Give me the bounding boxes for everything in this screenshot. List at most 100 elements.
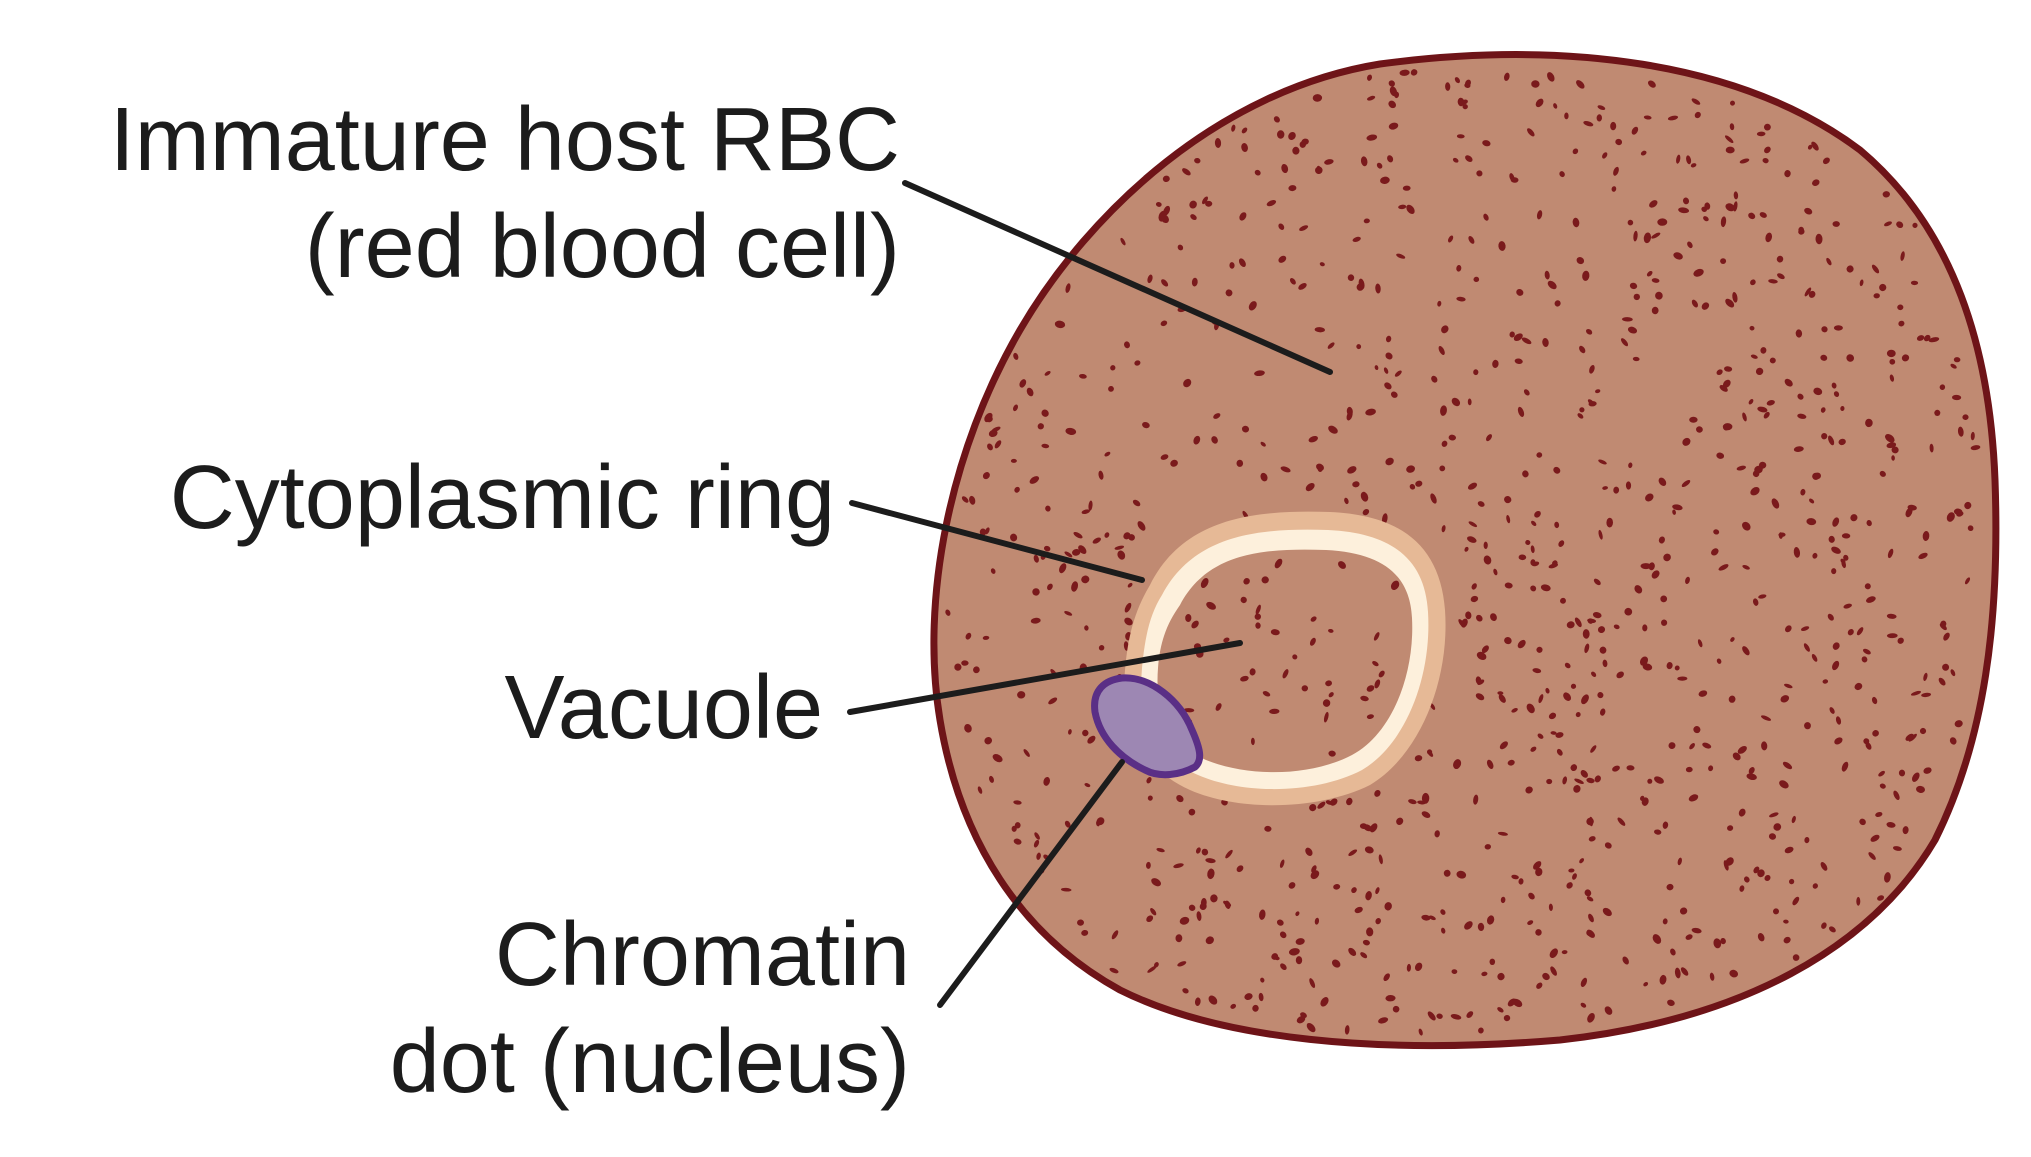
speckle xyxy=(1269,708,1280,715)
speckle xyxy=(1856,627,1864,636)
speckle xyxy=(1742,412,1747,422)
speckle xyxy=(1319,262,1325,267)
speckle xyxy=(1026,387,1034,397)
speckle xyxy=(1797,413,1807,419)
speckle xyxy=(1421,811,1431,819)
speckle xyxy=(1064,551,1073,558)
speckle xyxy=(1660,619,1668,626)
speckle xyxy=(1967,525,1974,532)
speckle xyxy=(1939,384,1946,390)
speckle xyxy=(1912,222,1918,229)
speckle xyxy=(1453,759,1462,770)
speckle xyxy=(1572,148,1579,155)
speckle xyxy=(1629,282,1638,290)
speckle xyxy=(1532,668,1542,674)
speckle xyxy=(1889,358,1896,365)
speckle xyxy=(1583,120,1594,127)
speckle xyxy=(1820,862,1828,871)
speckle xyxy=(1214,138,1222,148)
speckle xyxy=(1579,858,1585,864)
speckle xyxy=(1923,767,1932,774)
speckle xyxy=(1742,646,1750,656)
speckle xyxy=(1081,509,1090,515)
speckle xyxy=(1622,317,1633,322)
speckle xyxy=(1866,596,1876,603)
speckle xyxy=(1385,457,1394,466)
speckle xyxy=(1953,508,1963,516)
speckle xyxy=(1443,869,1451,877)
speckle xyxy=(1314,327,1325,333)
speckle xyxy=(1029,476,1040,484)
speckle xyxy=(1470,595,1479,603)
speckle xyxy=(1236,865,1244,873)
speckle xyxy=(1322,699,1331,707)
speckle xyxy=(1884,872,1891,883)
speckle xyxy=(1548,712,1557,720)
speckle xyxy=(1530,746,1537,752)
speckle xyxy=(1642,663,1653,671)
speckle xyxy=(1918,552,1928,560)
speckle xyxy=(1374,679,1381,689)
speckle xyxy=(1662,918,1668,925)
speckle xyxy=(1598,529,1603,540)
speckle xyxy=(1587,399,1595,407)
speckle xyxy=(1065,427,1077,435)
speckle xyxy=(1750,354,1758,359)
speckle xyxy=(1673,252,1683,260)
speckle xyxy=(1585,328,1593,335)
speckle xyxy=(1654,776,1664,784)
speckle xyxy=(1606,517,1614,528)
rbc-label-line1: Immature host RBC xyxy=(110,90,900,190)
speckle xyxy=(1891,455,1895,461)
speckle xyxy=(1804,722,1811,730)
speckle xyxy=(1576,80,1585,89)
speckle xyxy=(1882,191,1890,198)
speckle xyxy=(965,632,972,640)
speckle xyxy=(1146,777,1152,784)
speckle xyxy=(1383,367,1389,374)
speckle xyxy=(1798,228,1805,235)
speckle xyxy=(1464,546,1469,552)
speckle xyxy=(984,412,993,423)
speckle xyxy=(1672,504,1683,511)
speckle xyxy=(1249,668,1256,676)
speckle xyxy=(1497,691,1504,695)
speckle xyxy=(1572,873,1577,880)
speckle xyxy=(1716,658,1722,664)
speckle xyxy=(1414,755,1423,762)
speckle xyxy=(1562,776,1568,785)
speckle xyxy=(1527,128,1535,137)
speckle xyxy=(1733,191,1739,200)
speckle xyxy=(1525,786,1533,794)
speckle xyxy=(1441,440,1448,447)
speckle xyxy=(1514,358,1523,364)
speckle xyxy=(1822,679,1829,684)
speckle xyxy=(1758,594,1767,599)
speckle xyxy=(1388,100,1397,109)
speckle xyxy=(1870,834,1880,842)
speckle xyxy=(1231,124,1236,132)
speckle xyxy=(1821,326,1828,333)
speckle xyxy=(1682,437,1691,446)
speckle xyxy=(1588,836,1596,842)
speckle xyxy=(1241,143,1248,152)
speckle xyxy=(1454,77,1460,84)
speckle xyxy=(1078,545,1087,554)
speckle xyxy=(1441,325,1449,334)
speckle xyxy=(1384,382,1392,390)
speckle xyxy=(1784,170,1791,178)
speckle xyxy=(1190,214,1197,221)
speckle xyxy=(1468,236,1475,244)
speckle xyxy=(1757,406,1768,413)
speckle xyxy=(1367,74,1372,81)
speckle xyxy=(1538,694,1544,704)
speckle xyxy=(1713,529,1720,535)
speckle xyxy=(1643,232,1652,244)
speckle xyxy=(1309,637,1316,646)
speckle xyxy=(1591,671,1597,678)
speckle xyxy=(1068,729,1072,735)
speckle xyxy=(1511,874,1519,880)
speckle xyxy=(1586,777,1595,784)
speckle xyxy=(1352,236,1361,242)
speckle xyxy=(1490,613,1497,621)
